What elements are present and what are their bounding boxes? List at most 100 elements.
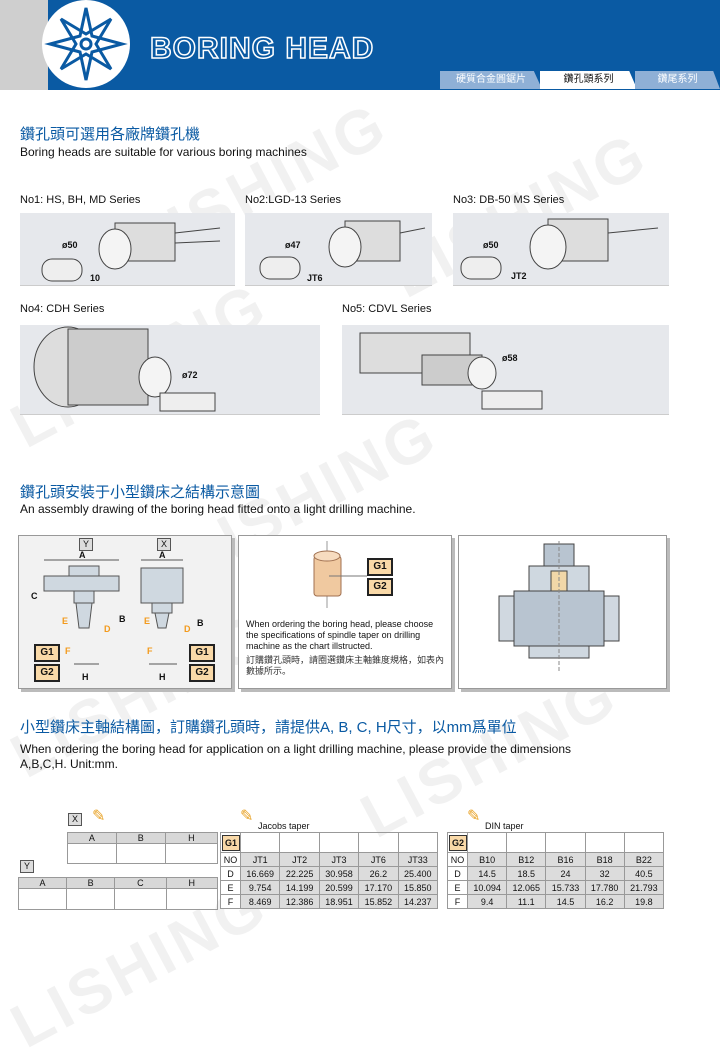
g2-tag: G2 — [367, 578, 393, 596]
blank-cell[interactable] — [506, 832, 547, 853]
section3-title-en-line1: When ordering the boring head for applic… — [20, 742, 572, 756]
dimension-label: 10 — [90, 273, 101, 283]
value-cell: 24 — [545, 866, 586, 881]
value-cell: 32 — [584, 866, 625, 881]
col-header: H — [165, 877, 219, 889]
blank-cell[interactable] — [545, 832, 586, 853]
input-cell[interactable] — [165, 888, 219, 910]
value-cell: 17.170 — [358, 880, 399, 895]
series-image-no5: ø58 — [342, 325, 669, 415]
dim-b: B — [119, 614, 126, 624]
logo — [42, 0, 130, 88]
blank-cell[interactable] — [358, 832, 399, 853]
series-image-no4: ø72 — [20, 325, 320, 415]
blank-cell[interactable] — [623, 832, 665, 853]
y-tag: Y — [79, 538, 93, 551]
y-table-tag: Y — [20, 860, 34, 873]
note-zh: 訂購鑽孔頭時，請圈選鑽床主軸錐度規格，如表內數據所示。 — [246, 656, 445, 677]
taper-tag-cell: G1 — [220, 832, 241, 853]
col-header: H — [164, 832, 219, 844]
value-cell: 18.5 — [506, 866, 547, 881]
input-cell[interactable] — [115, 843, 166, 864]
section2-title-en: An assembly drawing of the boring head f… — [20, 502, 416, 516]
value-cell: 21.793 — [623, 880, 665, 895]
input-cell[interactable] — [17, 888, 68, 910]
row-label: F — [220, 894, 241, 909]
dimension-label: ø72 — [182, 370, 198, 380]
dim-a: A — [159, 550, 166, 560]
section3-title-en-line2: A,B,C,H. Unit:mm. — [20, 757, 119, 771]
dim-f: F — [65, 646, 71, 656]
blank-cell[interactable] — [239, 832, 281, 853]
value-cell: 8.469 — [239, 894, 281, 909]
ordering-note-panel: G1 G2 When ordering the boring head, ple… — [238, 535, 452, 689]
value-cell: 12.386 — [279, 894, 320, 909]
motor-drawing — [33, 326, 216, 412]
pencil-icon: ✎ — [92, 808, 106, 825]
value-cell: 10.094 — [466, 880, 508, 895]
blank-cell[interactable] — [318, 832, 360, 853]
value-cell: 16.669 — [239, 866, 281, 881]
col-header: JT3 — [318, 852, 360, 867]
col-header: JT2 — [279, 852, 320, 867]
pencil-icon: ✎ — [240, 808, 254, 825]
boring-machine-drawing — [259, 220, 426, 280]
tab-drill-tail[interactable]: 鑽尾系列 — [635, 71, 720, 89]
value-cell: 14.199 — [279, 880, 320, 895]
input-cell[interactable] — [164, 843, 219, 864]
dim-d: D — [184, 624, 191, 634]
input-cell[interactable] — [66, 888, 116, 910]
col-header: A — [67, 832, 117, 844]
dimension-label: ø50 — [483, 240, 499, 250]
value-cell: 18.951 — [318, 894, 360, 909]
tab-carbide-saw[interactable]: 硬質合金圓鋸片 — [440, 71, 542, 89]
blank-cell[interactable] — [466, 832, 508, 853]
col-header: B22 — [623, 852, 665, 867]
dim-e: E — [62, 616, 69, 626]
col-header: B12 — [506, 852, 547, 867]
blank-cell[interactable] — [279, 832, 320, 853]
din-taper-caption: DIN taper — [485, 821, 524, 831]
header-gray-strip — [0, 0, 48, 90]
pencil-icon: ✎ — [467, 808, 481, 825]
value-cell: 16.2 — [584, 894, 625, 909]
boring-machine-drawing — [41, 222, 221, 282]
boring-machine-drawing — [359, 332, 543, 410]
dim-h: H — [159, 672, 166, 682]
dim-e: E — [144, 616, 151, 626]
dim-a: A — [79, 550, 86, 560]
value-cell: 14.237 — [397, 894, 439, 909]
row-label: F — [447, 894, 468, 909]
row-label: E — [447, 880, 468, 895]
col-header: NO — [447, 852, 468, 867]
dimension-label: ø50 — [62, 240, 78, 250]
blank-cell[interactable] — [397, 832, 439, 853]
series-label: No3: DB-50 MS Series — [453, 194, 565, 206]
x-table-tag: X — [68, 813, 82, 826]
section1-title-zh: 鑽孔頭可選用各廠牌鑽孔機 — [20, 126, 201, 143]
value-cell: 15.852 — [358, 894, 399, 909]
input-cell[interactable] — [67, 843, 117, 864]
dimension-label: JT6 — [307, 273, 323, 283]
value-cell: 30.958 — [318, 866, 360, 881]
value-cell: 15.733 — [545, 880, 586, 895]
blank-cell[interactable] — [584, 832, 625, 853]
dim-f: F — [147, 646, 153, 656]
input-cell[interactable] — [114, 888, 167, 910]
series-label: No5: CDVL Series — [342, 303, 432, 315]
value-cell: 19.8 — [623, 894, 665, 909]
section1-title-en: Boring heads are suitable for various bo… — [20, 145, 307, 159]
col-header: JT6 — [358, 852, 399, 867]
dim-b: B — [197, 618, 204, 628]
tab-boring-head[interactable]: 鑽孔頭系列 — [540, 71, 637, 89]
header-banner: BORING HEAD 硬質合金圓鋸片 鑽孔頭系列 鑽尾系列 — [0, 0, 720, 90]
jacobs-taper-caption: Jacobs taper — [258, 821, 310, 831]
col-header: B18 — [584, 852, 625, 867]
value-cell: 9.754 — [239, 880, 281, 895]
taper-tag-cell: G2 — [447, 832, 468, 853]
row-label: D — [220, 866, 241, 881]
